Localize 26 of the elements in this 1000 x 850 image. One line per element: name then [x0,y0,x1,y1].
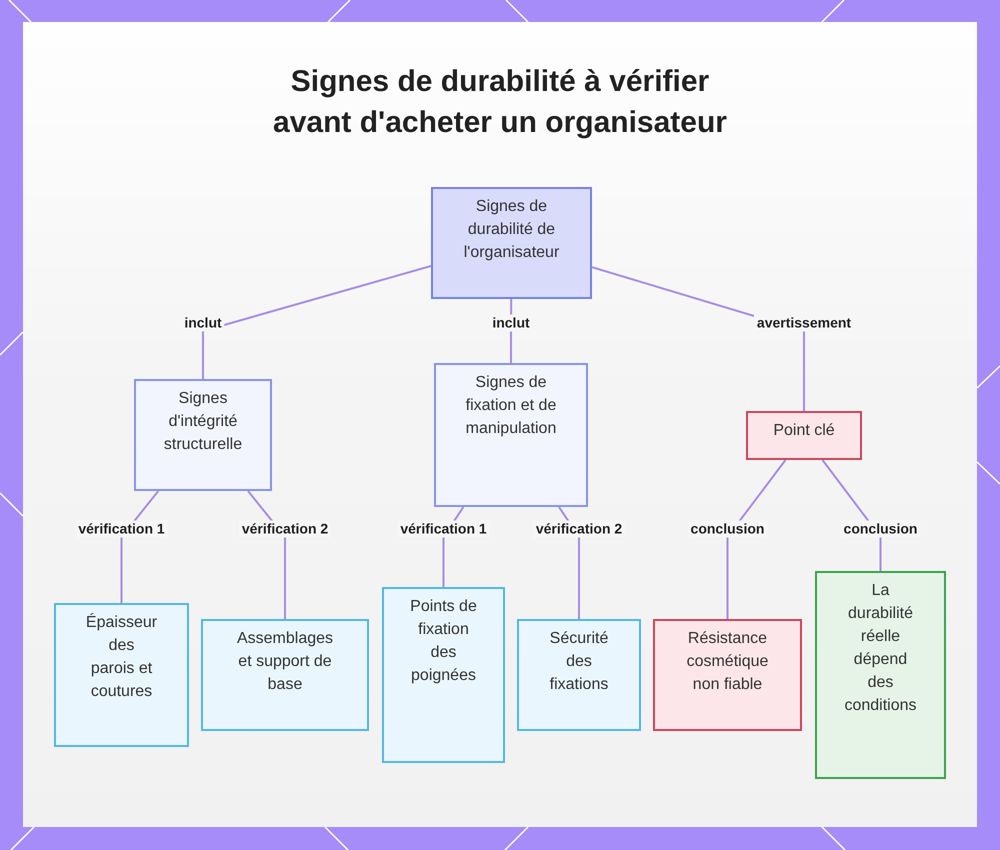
criterion-box [54,603,189,747]
criterion-box [201,619,369,731]
box-label: Assemblages et support de base [236,629,334,695]
category-box [134,379,272,491]
connector-line [726,459,786,619]
box-label: Signes de durabilité de l'organisateur [462,197,560,263]
connector-line [202,265,432,379]
box-label: Épaisseur des parois et coutures [85,612,158,702]
key-point-box [746,411,862,460]
box-label: Point clé [772,421,836,441]
box-label: Résistance cosmétique non fiable [686,629,770,695]
edge-label: vérification 2 [238,520,332,538]
edge-label: vérification 1 [75,520,168,538]
criterion-box [517,619,641,731]
box-label: Points de fixation des poignées [409,597,478,686]
edge-label: conclusion [840,520,920,538]
criterion-box [382,587,505,763]
topic-box [431,187,592,299]
conclusion-box [653,619,802,731]
box-label: La durabilité réelle dépend des conditions [843,581,918,716]
box-label: Signes de fixation et de manipulation [464,373,558,439]
box-label: Signes d'intégrité structurelle [162,389,244,455]
conclusion-box [815,571,946,779]
diagram-title: Signes de durabilité à vérifier avant d'acheter un organisateur [272,64,728,141]
box-label: Sécurité des fixations [548,629,610,695]
category-box [434,363,588,507]
